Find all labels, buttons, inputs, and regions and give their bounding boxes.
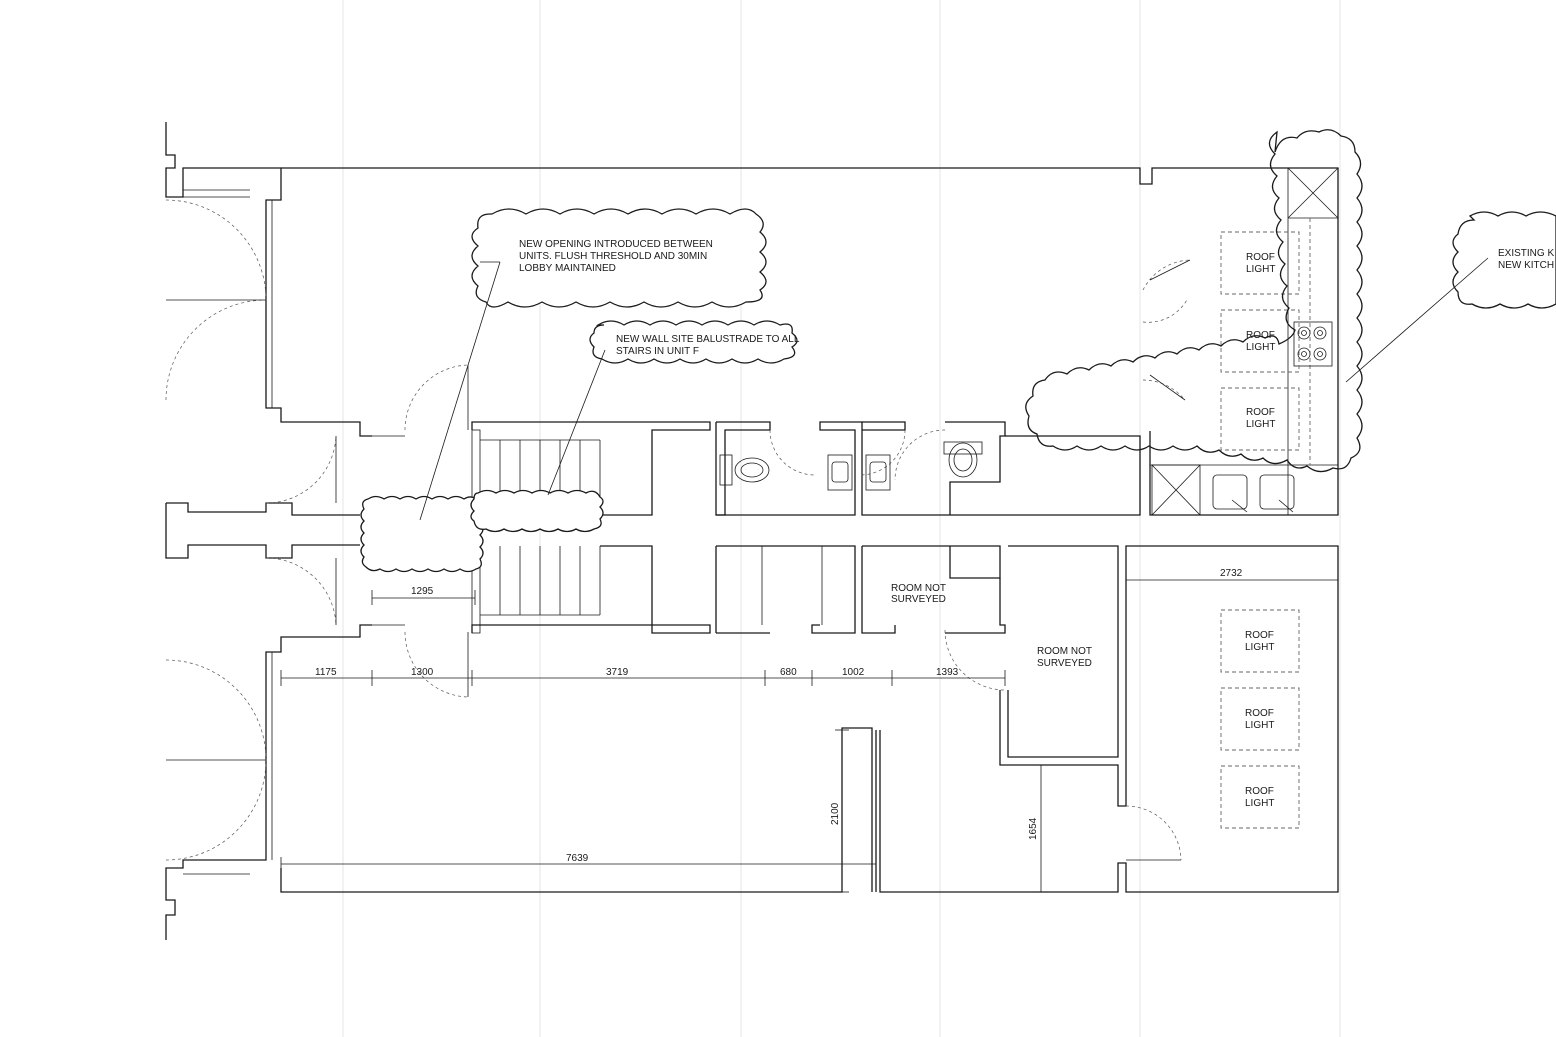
leader-lines: [419, 257, 1489, 521]
dimension-label: 1295: [411, 586, 434, 597]
dimension-label: 1002: [842, 667, 865, 678]
dimension-label: 3719: [606, 667, 629, 678]
note-kitchen-line-2: NEW KITCH: [1498, 260, 1554, 271]
cloud-lobby: [360, 495, 484, 573]
cloud-kitchen-note: [1452, 211, 1556, 309]
room-not-surveyed-label: SURVEYED: [891, 594, 946, 605]
cloud-balustrade-note: [589, 320, 798, 364]
roof-light-label: LIGHT: [1246, 419, 1275, 430]
note-kitchen: EXISTING K NEW KITCH: [1498, 248, 1554, 271]
note-balustrade-line-1: NEW WALL SITE BALUSTRADE TO ALL: [616, 334, 800, 345]
cloud-balustrade: [470, 489, 604, 533]
dimension-label: 1300: [411, 667, 434, 678]
room-labels: ROOM NOT SURVEYED ROOM NOT SURVEYED: [891, 583, 1092, 669]
dimension-label: 2732: [1220, 568, 1243, 579]
basin-1: [827, 454, 853, 491]
dimension-label: 680: [780, 667, 797, 678]
stair-and-core: [471, 421, 1141, 758]
note-opening: NEW OPENING INTRODUCED BETWEEN UNITS. FL…: [519, 239, 713, 274]
wc-upper-right: [943, 441, 983, 478]
hob: [1293, 321, 1333, 367]
roof-light-label: ROOF: [1245, 630, 1274, 641]
dimension-labels: 1295 1175 1300 3719 680 1002 1393 2732 7…: [315, 568, 1243, 864]
room-not-surveyed-label: ROOM NOT: [1037, 646, 1092, 657]
roof-light-label: ROOF: [1246, 330, 1275, 341]
kitchen-fittings: [1150, 167, 1339, 516]
roof-light-label: LIGHT: [1245, 642, 1274, 653]
dimension-label: 1175: [315, 667, 337, 678]
note-opening-line-3: LOBBY MAINTAINED: [519, 263, 616, 274]
dimension-lines: [280, 573, 1339, 893]
roof-light-label: LIGHT: [1245, 798, 1274, 809]
roof-light-labels: ROOF LIGHT ROOF LIGHT ROOF LIGHT ROOF LI…: [1245, 252, 1275, 809]
note-balustrade-line-2: STAIRS IN UNIT F: [616, 346, 699, 357]
note-kitchen-line-1: EXISTING K: [1498, 248, 1554, 259]
wc-upper-left: [719, 454, 770, 486]
dimension-label: 7639: [566, 853, 589, 864]
note-balustrade: NEW WALL SITE BALUSTRADE TO ALL STAIRS I…: [616, 334, 800, 357]
cloud-kitchen: [1025, 129, 1363, 473]
roof-light-label: ROOF: [1246, 252, 1275, 263]
room-not-surveyed-label: ROOM NOT: [891, 583, 946, 594]
note-opening-line-1: NEW OPENING INTRODUCED BETWEEN: [519, 239, 713, 250]
dimension-label: 1393: [936, 667, 959, 678]
roof-light-label: ROOF: [1246, 407, 1275, 418]
roof-light-label: ROOF: [1245, 708, 1274, 719]
roof-light-label: LIGHT: [1246, 342, 1275, 353]
roof-light-label: ROOF: [1245, 786, 1274, 797]
basin-2: [865, 454, 891, 491]
note-opening-line-2: UNITS. FLUSH THRESHOLD AND 30MIN: [519, 251, 707, 262]
room-not-surveyed-label: SURVEYED: [1037, 658, 1092, 669]
dimension-label: 1654: [1028, 817, 1039, 840]
roof-light-label: LIGHT: [1246, 264, 1275, 275]
entrance-door-swings: [165, 199, 469, 861]
cloud-opening-note: [471, 208, 767, 308]
interior-door-swings: [769, 259, 1191, 861]
roof-light-outlines: [1220, 231, 1300, 829]
revision-clouds: [360, 129, 1556, 573]
roof-light-label: LIGHT: [1245, 720, 1274, 731]
dimension-label: 2100: [830, 802, 841, 825]
stair-treads-lower: [480, 546, 601, 616]
